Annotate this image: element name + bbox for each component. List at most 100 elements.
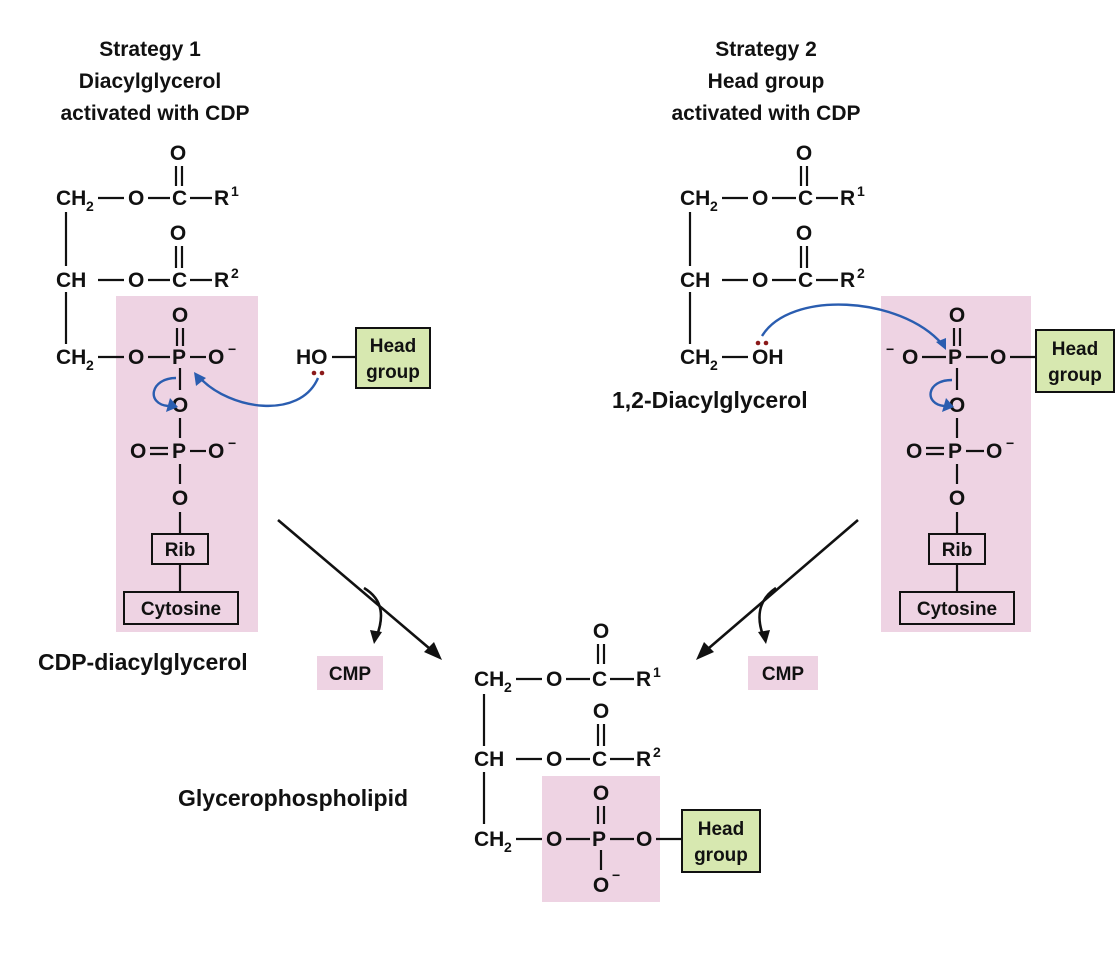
svg-text:−: − — [612, 867, 620, 883]
diacylglycerol-structure: O CH 2 O C R 1 O CH O C R 2 CH 2 OH — [680, 142, 865, 373]
strategy2-title-line3: activated with CDP — [671, 102, 860, 125]
svg-text:P: P — [592, 828, 606, 851]
head-group-box-final — [681, 809, 761, 873]
svg-text:R: R — [214, 269, 229, 292]
curved-arrow-right-attack — [760, 303, 943, 345]
svg-text:2: 2 — [86, 357, 94, 373]
head-group-s2-line2: group — [1048, 365, 1102, 386]
svg-text:C: C — [798, 187, 813, 210]
svg-text:O: O — [986, 440, 1002, 463]
svg-text:O: O — [170, 222, 186, 245]
svg-text:R: R — [840, 187, 855, 210]
cmp-label-right: CMP — [762, 664, 805, 685]
svg-text:O: O — [752, 269, 768, 292]
svg-text:O: O — [128, 346, 144, 369]
curved-arrow-right-small — [929, 378, 953, 408]
strategy2-title-line2: Head group — [708, 70, 825, 93]
head-group-box-s1 — [355, 327, 431, 389]
svg-text:P: P — [172, 440, 186, 463]
head-group-s2-line1: Head — [1052, 339, 1098, 360]
svg-text:OH: OH — [752, 346, 784, 369]
reaction-arrow-right — [701, 519, 859, 655]
reaction-arrow-left — [277, 519, 437, 655]
glycerophospholipid-label: Glycerophospholipid — [178, 785, 408, 811]
strategy1-title-line3: activated with CDP — [60, 102, 249, 125]
svg-text:P: P — [172, 346, 186, 369]
svg-text:O: O — [170, 142, 186, 165]
svg-text:1: 1 — [653, 664, 661, 680]
diacylglycerol-label: 1,2-Diacylglycerol — [612, 387, 808, 413]
curved-arrow-left-small — [152, 376, 177, 408]
svg-text:2: 2 — [710, 357, 718, 373]
cmp-badge-left — [317, 656, 383, 690]
svg-text:O: O — [172, 304, 188, 327]
svg-text:2: 2 — [710, 198, 718, 214]
strategy2-title-line1: Strategy 2 — [715, 38, 817, 61]
svg-text:P: P — [948, 440, 962, 463]
svg-text:CH: CH — [56, 269, 86, 292]
svg-text:R: R — [214, 187, 229, 210]
ribose-box-left — [151, 533, 209, 565]
svg-text:2: 2 — [86, 198, 94, 214]
svg-text:2: 2 — [504, 679, 512, 695]
svg-text:O: O — [172, 487, 188, 510]
svg-text:C: C — [172, 269, 187, 292]
strategy1-title-line1: Strategy 1 — [99, 38, 201, 61]
svg-text:O: O — [546, 828, 562, 851]
curved-arrow-left-attack — [199, 377, 320, 408]
svg-text:O: O — [949, 487, 965, 510]
svg-text:CH: CH — [680, 269, 710, 292]
svg-text:CH: CH — [474, 748, 504, 771]
svg-text:O: O — [546, 748, 562, 771]
cdp-head-group-structure: O − O P O O O P O − O Rib Cytosine — [886, 304, 1036, 625]
svg-text:O: O — [949, 304, 965, 327]
cytosine-box-right — [899, 591, 1015, 625]
svg-text:O: O — [796, 142, 812, 165]
svg-text:O: O — [128, 269, 144, 292]
svg-text:O: O — [128, 187, 144, 210]
svg-text:O: O — [593, 700, 609, 723]
svg-text:O: O — [172, 394, 188, 417]
svg-text:CH: CH — [56, 187, 86, 210]
svg-text:1: 1 — [857, 183, 865, 199]
head-group-box-s2 — [1035, 329, 1115, 393]
phosphate-highlight-final — [542, 776, 660, 902]
ribose-label-right: Rib — [942, 540, 973, 561]
cytosine-label-right: Cytosine — [917, 599, 997, 620]
svg-text:2: 2 — [504, 839, 512, 855]
ribose-box-right — [928, 533, 986, 565]
svg-text:R: R — [636, 748, 651, 771]
svg-text:2: 2 — [653, 744, 661, 760]
svg-text:O: O — [593, 620, 609, 643]
svg-text:1: 1 — [231, 183, 239, 199]
svg-text:R: R — [636, 668, 651, 691]
svg-text:R: R — [840, 269, 855, 292]
svg-text:O: O — [796, 222, 812, 245]
svg-text:−: − — [228, 341, 236, 357]
svg-text:O: O — [593, 874, 609, 897]
strategy1-title-line2: Diacylglycerol — [79, 70, 221, 93]
head-group-final-line1: Head — [698, 819, 744, 840]
svg-text:C: C — [592, 668, 607, 691]
svg-text:2: 2 — [231, 265, 239, 281]
ribose-label-left: Rib — [165, 540, 196, 561]
svg-text:CH: CH — [680, 187, 710, 210]
svg-text:O: O — [593, 782, 609, 805]
svg-text:O: O — [990, 346, 1006, 369]
svg-text:O: O — [130, 440, 146, 463]
svg-text:O: O — [902, 346, 918, 369]
cmp-label-left: CMP — [329, 664, 372, 685]
svg-text:P: P — [948, 346, 962, 369]
head-group-s1-line2: group — [366, 362, 420, 383]
hydroxyl-ho: HO — [296, 346, 328, 369]
svg-text:O: O — [949, 394, 965, 417]
cdp-diacylglycerol-label: CDP-diacylglycerol — [38, 649, 248, 675]
svg-text:O: O — [906, 440, 922, 463]
head-group-final-line2: group — [694, 845, 748, 866]
svg-text:C: C — [172, 187, 187, 210]
svg-text:CH: CH — [474, 828, 504, 851]
head-group-s1-line1: Head — [370, 336, 416, 357]
svg-text:2: 2 — [857, 265, 865, 281]
